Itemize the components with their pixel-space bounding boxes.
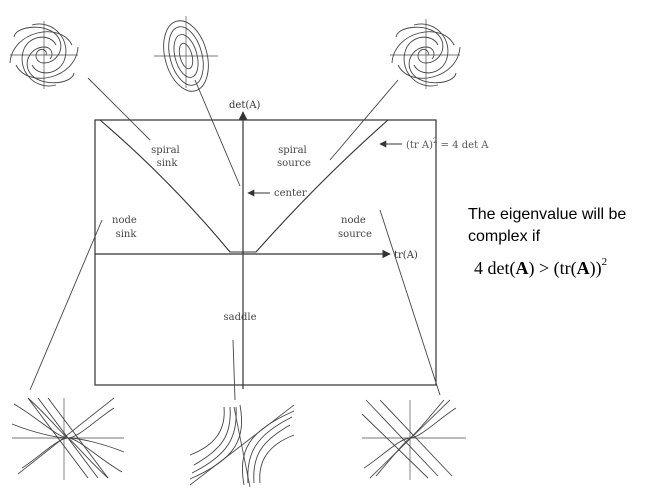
center-label: center (274, 188, 307, 199)
complex-eigenvalue-note: The eigenvalue will be complex if (468, 206, 627, 245)
spiral-sink-label: spiral sink (151, 145, 183, 169)
center-portrait (154, 16, 218, 92)
parabola-curve (99, 119, 389, 253)
saddle-portrait (189, 404, 295, 488)
node-sink-portrait (11, 397, 125, 480)
region-box (94, 119, 437, 386)
saddle-label: saddle (223, 312, 256, 323)
tr-axis-label: tr(A) (394, 250, 418, 261)
spiral-source-portrait (390, 19, 461, 89)
complex-condition-formula: 4 det(A) > (tr(A))2 (474, 256, 608, 278)
node-source-portrait (361, 399, 466, 480)
node-source-label: node source (338, 215, 372, 240)
det-axis-label: det(A) (229, 100, 260, 111)
parabola-label: (tr A)2 = 4 det A (406, 137, 489, 151)
connector-lines (29, 77, 441, 401)
node-sink-label: node sink (112, 215, 140, 240)
spiral-source-label: spiral source (277, 145, 311, 169)
spiral-sink-portrait (9, 21, 79, 89)
